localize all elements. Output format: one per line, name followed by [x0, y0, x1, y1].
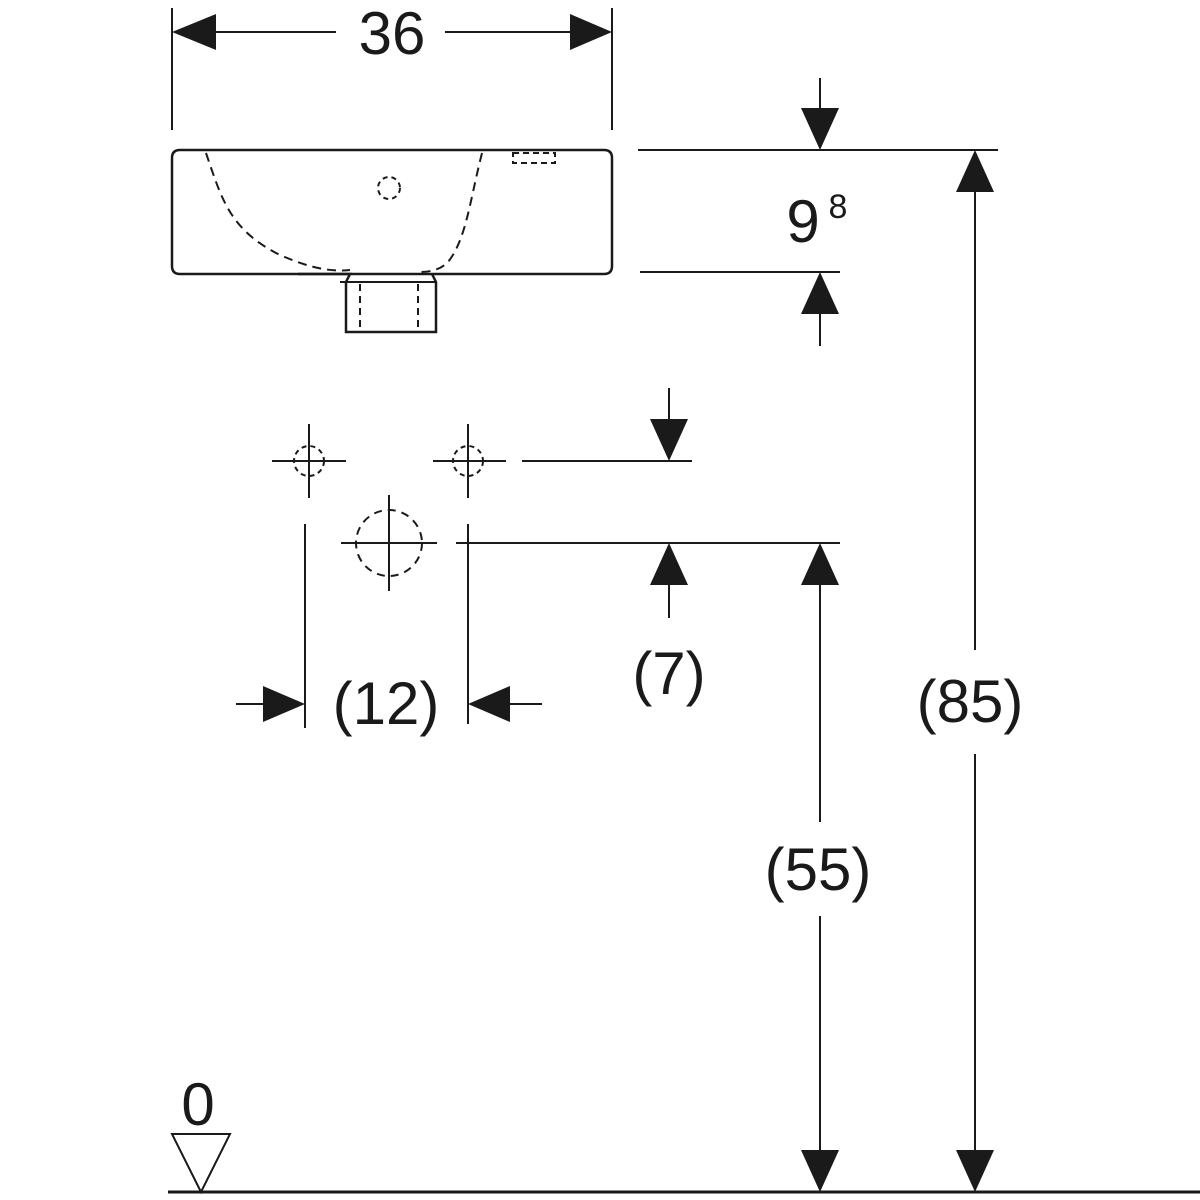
offset-arrow-top	[650, 419, 688, 461]
basin-body	[170, 148, 614, 334]
depth-arrow-bottom	[801, 272, 839, 314]
total-height-arrow-bottom	[956, 1150, 994, 1192]
fixing-hole-left	[272, 424, 346, 498]
spacing-dimension	[236, 524, 542, 728]
spacing-arrow-right	[468, 686, 510, 722]
total-height-arrow-top	[956, 150, 994, 192]
level-marker-icon	[170, 1133, 232, 1195]
drain-height-arrow-top	[801, 543, 839, 585]
floor-level-label: 0	[181, 1071, 214, 1138]
basin-depth-dimension	[638, 78, 998, 346]
floor-level	[168, 1133, 1200, 1195]
width-arrow-left	[172, 14, 216, 50]
bowl-contour-right	[419, 152, 483, 273]
drain-height-label: (55)	[765, 836, 872, 903]
depth-arrow-top	[801, 108, 839, 150]
offset-label: (7)	[632, 640, 705, 707]
total-height-dimension	[956, 150, 994, 1192]
spacing-label: (12)	[333, 670, 440, 737]
bowl-contour-left	[205, 152, 351, 272]
offset-arrow-bottom	[650, 543, 688, 585]
tap-hole-icon	[512, 152, 556, 164]
basin-outline	[170, 148, 614, 276]
drain-height-arrow-bottom	[801, 1150, 839, 1192]
drain-connection	[341, 495, 437, 591]
width-arrow-right	[570, 14, 612, 50]
width-dimension	[171, 8, 613, 130]
offset-dimension	[456, 388, 840, 618]
depth-label-superscript: 8	[829, 188, 848, 226]
spacing-arrow-left	[263, 686, 305, 722]
overflow-hole-icon	[377, 176, 401, 200]
fixing-hole-right	[433, 424, 506, 498]
width-label: 36	[359, 0, 426, 67]
total-height-label: (85)	[917, 668, 1024, 735]
depth-label: 9	[786, 188, 819, 255]
drain-height-dimension	[801, 543, 839, 1192]
